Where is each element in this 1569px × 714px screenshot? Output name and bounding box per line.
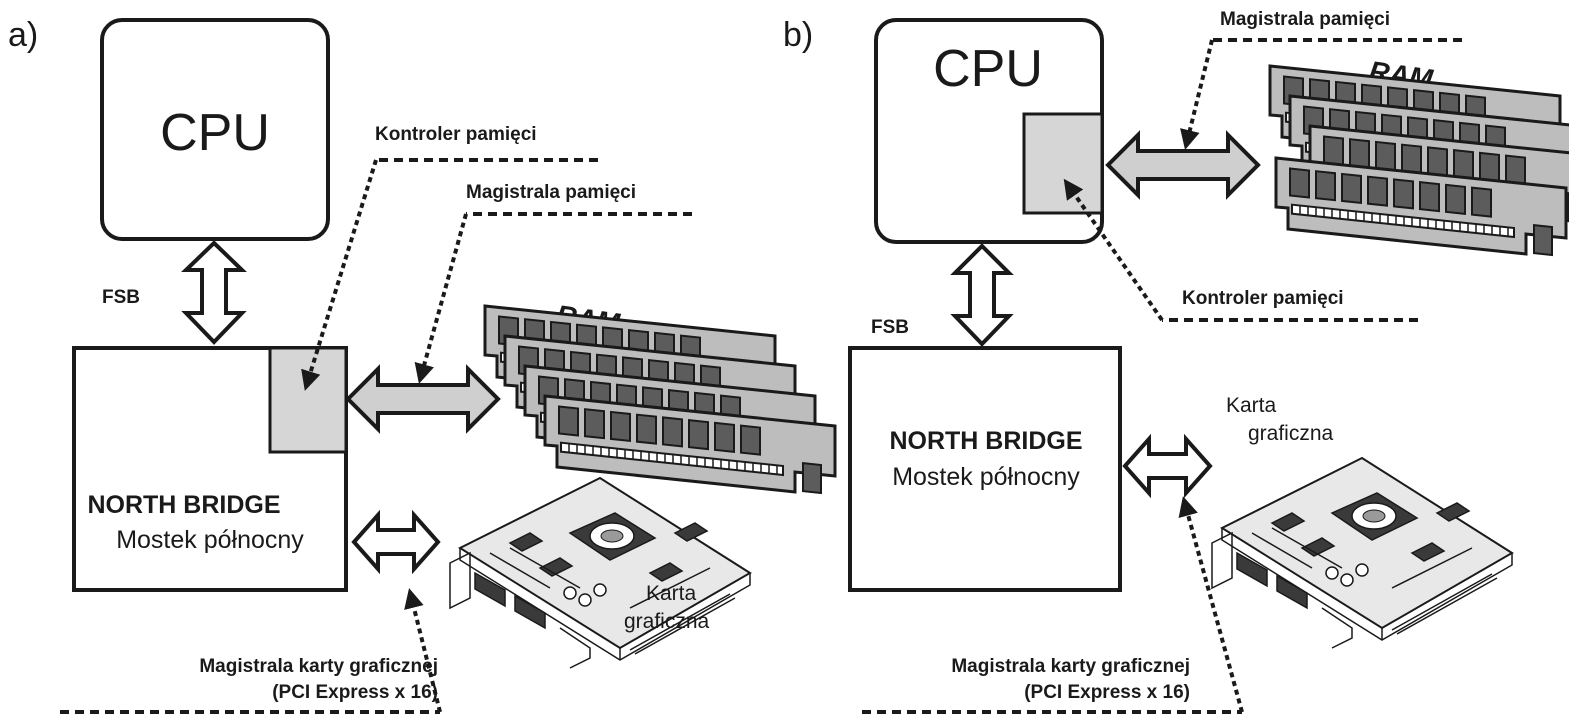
north-bridge-title: NORTH BRIDGE xyxy=(889,427,1082,455)
memory-bus-pointer xyxy=(414,213,468,384)
graphics-bus-label-line1: Magistrala karty graficznej xyxy=(951,656,1190,677)
ram-modules xyxy=(483,304,837,495)
graphics-card-label-line1: Karta xyxy=(646,582,697,605)
cpu-box xyxy=(100,18,330,241)
memory-controller-pointer xyxy=(301,159,378,391)
graphics-card-label-line2: graficzna xyxy=(624,610,710,633)
panel-a-letter: a) xyxy=(8,16,38,54)
graphics-bus-pointer xyxy=(404,588,442,713)
memory-bus-label: Magistrala pamięci xyxy=(466,182,636,203)
graphics-bus-pointer xyxy=(1178,496,1244,713)
graphics-bus-label-line2: (PCI Express x 16) xyxy=(272,682,438,703)
memory-controller-block xyxy=(268,346,348,454)
graphics-bus-label-line1: Magistrala karty graficznej xyxy=(199,656,438,677)
memory-bus-arrow xyxy=(1105,130,1261,200)
fsb-arrow xyxy=(181,240,247,345)
memory-bus-pointer xyxy=(1180,39,1214,150)
memory-bus-label: Magistrala pamięci xyxy=(1220,9,1390,30)
north-bridge-subtitle: Mostek północny xyxy=(892,463,1080,491)
graphics-card-image xyxy=(1211,457,1513,649)
graphics-card-image xyxy=(449,477,751,669)
north-bridge-box xyxy=(848,346,1122,592)
memory-controller-block xyxy=(1022,112,1104,215)
north-bridge-subtitle: Mostek północny xyxy=(116,526,304,554)
memory-bus-arrow xyxy=(345,364,501,434)
memory-controller-label: Kontroler pamięci xyxy=(375,124,537,145)
graphics-bus-arrow xyxy=(1122,433,1213,499)
cpu-label: CPU xyxy=(160,104,270,162)
panel-b: b) CPU FSB NORTH BRIDGE Mostek północny … xyxy=(783,9,1569,714)
memory-controller-label: Kontroler pamięci xyxy=(1182,288,1344,309)
fsb-label: FSB xyxy=(102,287,140,308)
ram-modules xyxy=(1268,64,1569,257)
memory-controller-pointer xyxy=(1063,178,1164,322)
north-bridge-title: NORTH BRIDGE xyxy=(87,491,280,519)
graphics-bus-label-line2: (PCI Express x 16) xyxy=(1024,682,1190,703)
fsb-label: FSB xyxy=(871,317,909,338)
graphics-card-label-line1: Karta xyxy=(1226,394,1277,417)
panel-a: a) CPU FSB NORTH BRIDGE Mostek północny … xyxy=(8,16,837,714)
cpu-label: CPU xyxy=(933,40,1043,98)
graphics-bus-arrow xyxy=(351,509,441,575)
panel-b-letter: b) xyxy=(783,16,813,54)
graphics-card-label-line2: graficzna xyxy=(1248,422,1334,445)
fsb-arrow xyxy=(950,243,1014,347)
